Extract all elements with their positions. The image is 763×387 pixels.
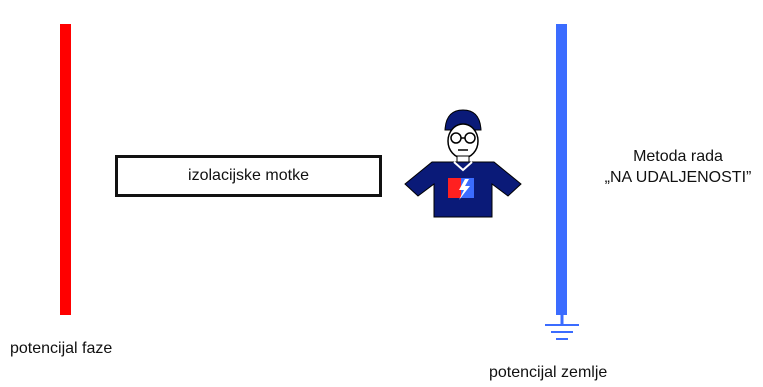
insulating-rods-label: izolacijske motke [188,167,309,184]
method-name: „NA UDALJENOSTI” [604,169,752,186]
phase-potential-label: potencijal faze [10,340,113,357]
earth-potential-label: potencijal zemlje [489,364,608,381]
method-caption: Metoda rada „NA UDALJENOSTI” [578,146,763,188]
earth-conductor-bar [556,24,567,315]
ground-icon [545,312,579,340]
worker-icon [404,109,522,218]
method-title: Metoda rada [633,148,723,165]
insulating-rods-box: izolacijske motke [115,155,382,197]
phase-conductor-bar [60,24,71,315]
